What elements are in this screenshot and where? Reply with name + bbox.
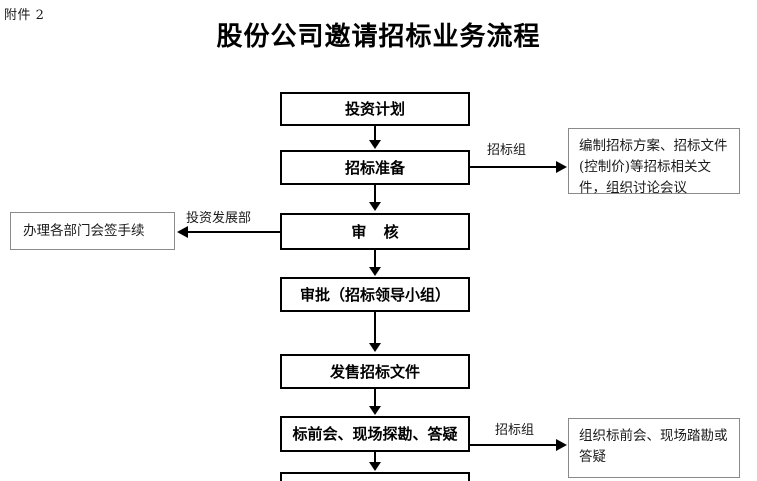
side-note-countersign: 办理各部门会签手续	[10, 212, 175, 250]
connector-prebid-to-next	[374, 452, 376, 464]
flow-node-bid-preparation[interactable]: 招标准备	[280, 150, 470, 185]
flow-node-pre-bid-meeting[interactable]: 标前会、现场探勘、答疑	[280, 416, 470, 452]
connector-preparation-to-note	[470, 166, 558, 168]
arrow-right-icon	[556, 161, 567, 173]
arrow-left-icon	[177, 226, 188, 238]
connector-review-to-countersign	[188, 231, 280, 233]
arrow-down-icon	[369, 462, 381, 471]
connector-prebid-to-note	[470, 444, 558, 446]
flow-node-next-step[interactable]	[280, 472, 470, 481]
page-title: 股份公司邀请招标业务流程	[216, 22, 541, 52]
edge-label-bid-group-top: 招标组	[487, 143, 527, 158]
connector-issue-to-prebid	[374, 389, 376, 407]
side-note-bid-preparation: 编制招标方案、招标文件(控制价)等招标相关文件，组织讨论会议	[568, 128, 740, 196]
edge-label-investment-dept: 投资发展部	[186, 211, 252, 226]
connector-review-to-approval	[374, 250, 376, 268]
arrow-down-icon	[369, 140, 381, 149]
flow-node-issue-documents[interactable]: 发售招标文件	[280, 354, 470, 389]
flow-node-review[interactable]: 审 核	[280, 213, 470, 250]
arrow-right-icon	[556, 439, 567, 451]
arrow-down-icon	[369, 267, 381, 276]
arrow-down-icon	[369, 202, 381, 211]
arrow-down-icon	[369, 406, 381, 415]
flow-node-investment-plan[interactable]: 投资计划	[280, 92, 470, 126]
arrow-down-icon	[369, 343, 381, 352]
attachment-label: 附件 2	[4, 8, 45, 23]
connector-preparation-to-review	[374, 185, 376, 203]
connector-approval-to-issue	[374, 312, 376, 343]
flow-node-approval[interactable]: 审批（招标领导小组）	[280, 277, 470, 312]
edge-label-bid-group-bottom: 招标组	[495, 423, 535, 438]
connector-investment-to-preparation	[374, 126, 376, 141]
side-note-pre-bid-meeting: 组织标前会、现场踏勘或答疑	[568, 418, 740, 478]
